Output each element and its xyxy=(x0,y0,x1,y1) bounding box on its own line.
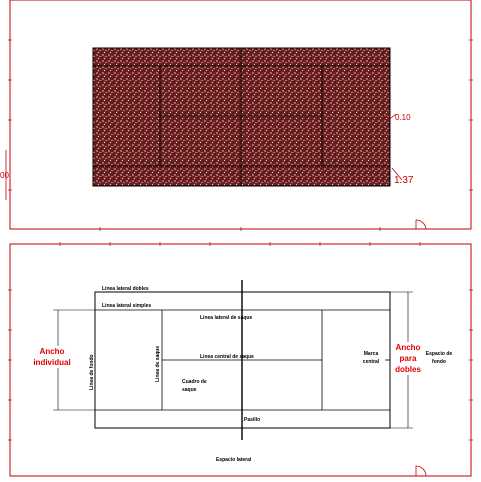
label-singles-sideline: Linea lateral simples xyxy=(102,303,151,309)
label-doubles-width-wrap: Ancho para dobles xyxy=(392,342,424,375)
top-court-lines xyxy=(93,48,390,186)
bottom-door-symbol xyxy=(415,465,427,477)
label-side-space: Espacio lateral xyxy=(216,457,252,463)
label-center-line: Linea central de saque xyxy=(200,354,254,360)
bottom-tick-marks xyxy=(8,242,473,441)
label-doubles-sideline: Linea lateral dobles xyxy=(102,286,149,292)
right-small-dimension-line xyxy=(385,113,397,123)
label-center-mark-wrap: Marca central xyxy=(362,351,380,365)
label-back-space: Espacio de fondo xyxy=(425,351,453,365)
top-plan-view: 00 0.10 1.37 xyxy=(0,0,473,231)
court-surface xyxy=(92,47,391,187)
top-tick-marks xyxy=(8,39,473,231)
bottom-court-lines xyxy=(94,280,391,440)
label-service-sideline: Linea lateral de saque xyxy=(200,315,252,321)
door-symbol xyxy=(415,219,427,230)
label-doubles-width: Ancho para dobles xyxy=(392,342,424,375)
label-center-mark: Marca central xyxy=(362,351,380,365)
left-dimension-text: 00 xyxy=(0,171,9,180)
right-large-dimension-text: 1.37 xyxy=(394,175,414,186)
bottom-labelled-view: Linea lateral dobles Linea lateral simpl… xyxy=(8,242,473,477)
label-service-line: Linea de saque xyxy=(155,346,161,382)
label-baseline: Linea de fondo xyxy=(89,354,95,390)
label-back-space-wrap: Espacio de fondo xyxy=(425,351,453,365)
top-boundary xyxy=(9,0,472,230)
label-alley: Pasillo xyxy=(244,417,260,423)
label-service-box: Cuadro de saque xyxy=(182,379,207,393)
right-small-dimension-text: 0.10 xyxy=(395,113,411,122)
right-large-dimension-line xyxy=(391,167,403,181)
label-individual-width: Ancho individual xyxy=(30,346,74,368)
label-service-box-wrap: Cuadro de saque xyxy=(182,379,207,393)
label-individual-width-wrap: Ancho individual xyxy=(30,346,74,368)
